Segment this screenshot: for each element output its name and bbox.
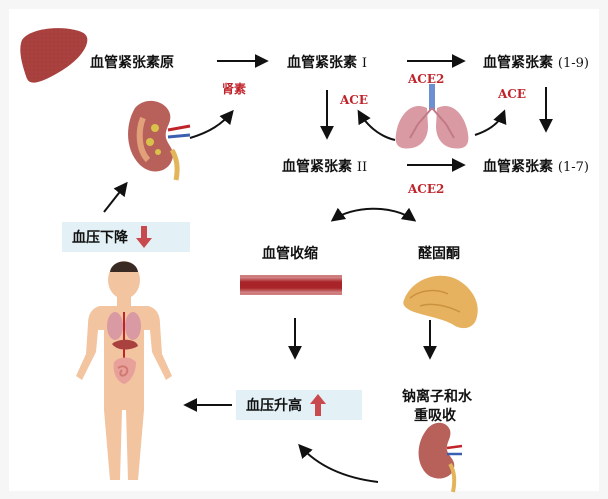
kidney-icon <box>419 423 462 492</box>
kidney-icon <box>128 101 190 180</box>
lungs-icon <box>396 84 469 148</box>
human-body-icon <box>76 261 172 480</box>
pathway-arrows <box>104 61 546 482</box>
adrenal-gland-icon <box>403 276 477 328</box>
liver-icon <box>20 28 87 82</box>
blood-vessel-icon <box>240 275 342 295</box>
